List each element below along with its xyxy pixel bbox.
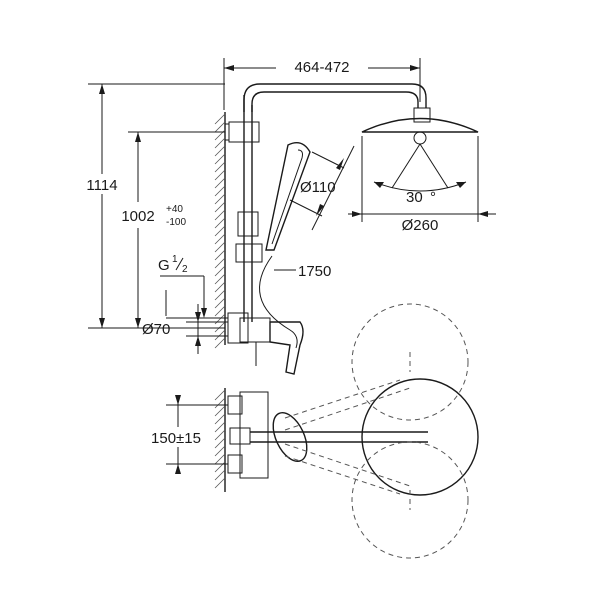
wall-hatch-line [214, 329, 226, 341]
wall-hatch-line [214, 137, 226, 149]
dim-hose-label: 1750 [298, 263, 331, 280]
wall-hatch-line [214, 389, 226, 401]
dim-hand-shower: Ø110 [289, 145, 355, 231]
dim-adjust-height-label: 1002 [121, 208, 154, 225]
wall-hatch-line [214, 169, 226, 181]
wall-hatch-line [214, 437, 226, 449]
dim-tol-plus: +40 [166, 204, 183, 215]
dim-head: Ø260 [348, 136, 496, 234]
wall-hatch-line [214, 217, 226, 229]
dim-thread: G 1 2 [158, 254, 228, 319]
wall-hatch-line [214, 145, 226, 157]
wall-hatch-line [214, 241, 226, 253]
wall-hatch-line [214, 305, 226, 317]
thread-den: 2 [182, 264, 188, 275]
dim-angle: 30 ° [373, 143, 467, 206]
wall-hatch-line [214, 469, 226, 481]
wall-side-view [214, 112, 226, 349]
wall-hatch-line [214, 453, 226, 465]
dim-angle-value: 30 [406, 189, 423, 206]
wall-hatch-line [214, 113, 226, 125]
dim-angle-unit: ° [430, 189, 436, 206]
wall-hatch-line [214, 233, 226, 245]
dim-tol-minus: -100 [166, 217, 186, 228]
dim-rosette: Ø70 [142, 304, 228, 354]
wall-hatch-line [214, 297, 226, 309]
dim-width: 464-472 [223, 56, 421, 110]
wall-hatch-line [214, 201, 226, 213]
wall-hatch-line [214, 477, 226, 489]
wall-hatch-line [214, 405, 226, 417]
wall-hatch-line [214, 321, 226, 333]
top-view-assembly [227, 303, 479, 559]
wall-hatch-line [214, 153, 226, 165]
wall-hatch-line [214, 249, 226, 261]
wall-hatch-line [214, 185, 226, 197]
wall-hatch-line [214, 121, 226, 133]
dim-hose: 1750 [274, 263, 331, 280]
dim-center-distance: 150±15 [140, 395, 228, 474]
wall-hatch-line [214, 225, 226, 237]
hand-shower [259, 142, 311, 349]
dim-center-distance-label: 150±15 [151, 430, 201, 447]
dim-head-label: Ø260 [402, 217, 439, 234]
wall-hatch-line [214, 397, 226, 409]
shower-riser [225, 83, 427, 366]
wall-hatch-line [214, 413, 226, 425]
wall-hatch-line [214, 177, 226, 189]
dim-total-height-label: 1114 [86, 177, 117, 194]
wall-hatch-line [214, 337, 226, 349]
wall-hatch-line [214, 429, 226, 441]
wall-hatch-line [214, 445, 226, 457]
wall-hatch-line [214, 265, 226, 277]
dim-hand-shower-label: Ø110 [300, 179, 336, 196]
head-shower [361, 107, 479, 145]
dim-width-label: 464-472 [294, 59, 349, 76]
wall-hatch-line [214, 193, 226, 205]
thread-num: 1 [172, 254, 178, 265]
wall-hatch-line [214, 421, 226, 433]
wall-hatch-line [214, 281, 226, 293]
dim-total-height: 1114 [80, 83, 225, 329]
dim-rosette-label: Ø70 [142, 321, 170, 338]
wall-hatch-line [214, 209, 226, 221]
wall-hatch-line [214, 257, 226, 269]
dim-adjust-height: 1002 +40 -100 [112, 131, 225, 328]
wall-top-view [214, 388, 226, 492]
wall-hatch-line [214, 273, 226, 285]
wall-hatch-line [214, 289, 226, 301]
mixer-lever [269, 321, 304, 375]
thread-prefix: G [158, 257, 170, 274]
wall-hatch-line [214, 161, 226, 173]
